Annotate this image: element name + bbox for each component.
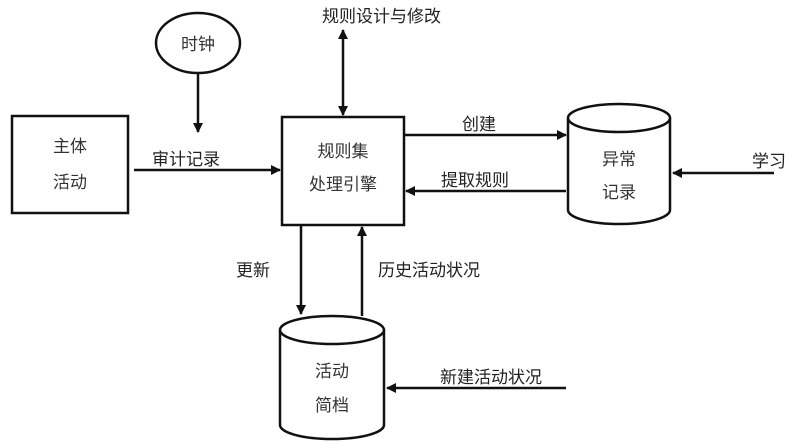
clock-node: 时钟 [154,11,242,75]
engine-label-1: 规则集 [318,142,369,162]
subject-activity-label-1: 主体 [53,137,87,157]
rule-engine-node: 规则集 处理引擎 [280,115,406,227]
create-label: 创建 [462,115,496,135]
audit-records-label: 审计记录 [152,150,220,170]
engine-label-2: 处理引擎 [309,175,377,195]
anomaly-label-2: 记录 [602,183,636,203]
clock-label: 时钟 [181,35,215,55]
subject-activity-node: 主体 活动 [10,114,130,215]
history-status-label: 历史活动状况 [378,261,480,281]
anomaly-records-node: 异常 记录 [566,102,672,226]
activity-profile-node: 活动 简档 [278,314,386,441]
profile-label-2: 简档 [315,396,349,416]
new-status-label: 新建活动状况 [440,368,542,388]
learn-label: 学习 [752,152,786,172]
profile-label-1: 活动 [315,362,349,382]
anomaly-label-1: 异常 [602,150,636,170]
rule-design-label: 规则设计与修改 [322,7,441,27]
subject-activity-label-2: 活动 [53,173,87,193]
extract-rules-label: 提取规则 [441,171,509,191]
update-label: 更新 [236,261,270,281]
